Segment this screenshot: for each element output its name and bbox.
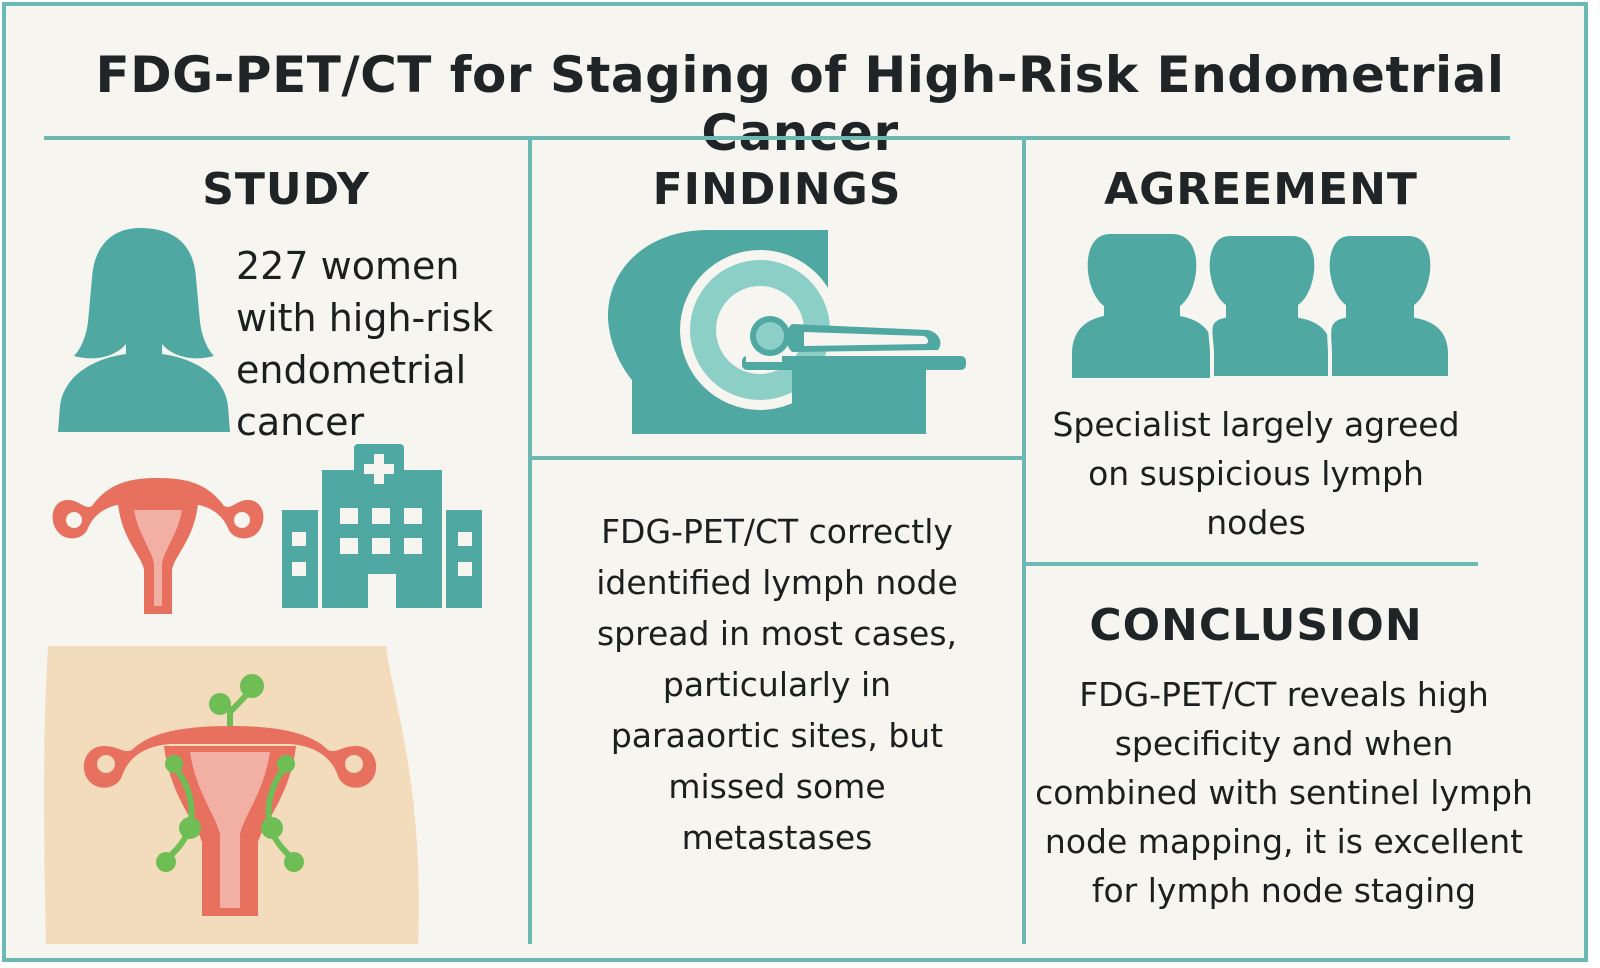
- specialists-group-icon: [1072, 234, 1452, 380]
- findings-line: particularly in: [662, 665, 892, 704]
- study-line: with high-risk: [236, 296, 494, 340]
- conclusion-heading: CONCLUSION: [1089, 600, 1423, 651]
- uterus-icon: [52, 478, 264, 614]
- findings-divider: [532, 456, 1022, 460]
- findings-line: identified lymph node: [596, 563, 958, 602]
- findings-line: paraaortic sites, but: [610, 716, 944, 755]
- woman-icon: [58, 228, 230, 432]
- conclusion-line: node mapping, it is excellent: [1044, 822, 1524, 861]
- study-line: endometrial: [236, 348, 467, 392]
- agreement-line: nodes: [1206, 503, 1306, 542]
- conclusion-line: for lymph node staging: [1091, 871, 1477, 910]
- findings-line: missed some: [668, 767, 886, 806]
- study-heading: STUDY: [202, 164, 370, 215]
- pelvis-lymph-node-icon: [44, 646, 419, 944]
- title-divider: [44, 136, 1510, 140]
- agreement-divider: [1026, 562, 1478, 566]
- conclusion-line: specificity and when: [1114, 724, 1454, 763]
- column-divider-right: [1022, 140, 1026, 944]
- page-title: FDG-PET/CT for Staging of High-Risk Endo…: [95, 46, 1505, 162]
- conclusion-line: FDG-PET/CT reveals high: [1079, 675, 1489, 714]
- findings-line: metastases: [681, 818, 873, 857]
- findings-line: spread in most cases,: [596, 614, 958, 653]
- study-line: 227 women: [236, 244, 460, 288]
- findings-heading: FINDINGS: [652, 164, 902, 215]
- agreement-line: Specialist largely agreed: [1052, 405, 1460, 444]
- findings-description: FDG-PET/CT correctly identified lymph no…: [532, 506, 1022, 863]
- study-line: cancer: [236, 400, 365, 444]
- agreement-description: Specialist largely agreed on suspicious …: [1026, 400, 1486, 547]
- agreement-line: on suspicious lymph: [1088, 454, 1424, 493]
- agreement-heading: AGREEMENT: [1104, 164, 1418, 215]
- column-divider-left: [528, 140, 532, 944]
- hospital-icon: [282, 444, 482, 608]
- pet-ct-scanner-icon: [608, 230, 966, 434]
- conclusion-line: combined with sentinel lymph: [1035, 773, 1533, 812]
- conclusion-description: FDG-PET/CT reveals high specificity and …: [1026, 670, 1542, 915]
- findings-line: FDG-PET/CT correctly: [601, 512, 953, 551]
- study-description: 227 women with high-risk endometrial can…: [236, 240, 526, 448]
